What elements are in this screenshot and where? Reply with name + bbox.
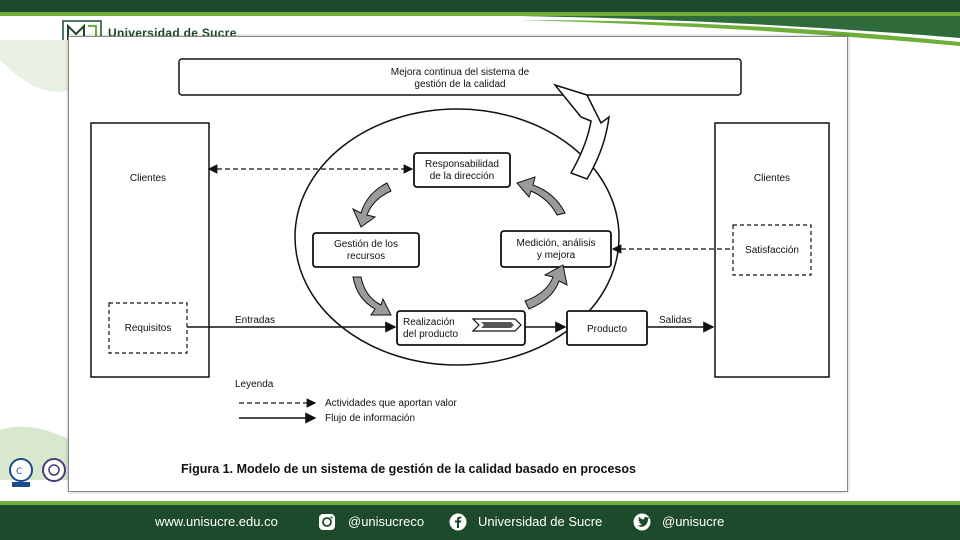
entradas-label: Entradas [235,315,275,326]
top-box-line1: Mejora continua del sistema de [391,67,530,78]
footer-instagram-handle[interactable]: @unisucreco [348,514,425,529]
twitter-icon[interactable] [633,513,651,531]
legend-dashed-label: Actividades que aportan valor [325,398,457,409]
cycle-arrow-realizacion-to-medicion [524,264,568,310]
svg-text:C: C [16,467,22,477]
top-box-line2: gestión de la calidad [414,79,505,90]
right-clients-title: Clientes [754,173,790,184]
facebook-icon[interactable] [449,513,467,531]
salidas-label: Salidas [659,315,692,326]
realizacion-line2: del producto [403,329,458,340]
legend-solid-label: Flujo de información [325,413,415,424]
gestion-line2: recursos [347,251,385,262]
instagram-icon[interactable] [318,513,336,531]
figure-caption: Figura 1. Modelo de un sistema de gestió… [181,462,636,476]
certification-seals-icon: C [9,458,66,487]
producto-label: Producto [587,324,627,335]
continuous-improvement-box [178,58,742,96]
responsabilidad-line2: de la dirección [430,171,494,182]
realizacion-line1: Realización [403,317,455,328]
cycle-arrow-medicion-to-resp [516,176,566,216]
satisfaccion-label: Satisfacción [745,245,799,256]
improvement-arrow [552,83,610,180]
gestion-recursos-box [312,232,420,268]
footer-facebook-name[interactable]: Universidad de Sucre [478,514,603,529]
requisitos-label: Requisitos [125,323,172,334]
header-accent-stripe [0,12,960,16]
right-clients-panel [714,122,830,378]
footer-accent-stripe [0,501,960,505]
medicion-box [500,230,612,268]
satisfaccion-box [732,224,812,276]
cycle-arrow-resp-to-gestion [351,182,392,228]
cycle-arrow-gestion-to-realizacion [352,276,392,316]
footer-bar: www.unisucre.edu.co @unisucreco Universi… [0,505,960,540]
left-decoration [0,40,70,480]
requisitos-box [108,302,188,354]
quality-model-figure: Mejora continua del sistema de gestión d… [68,36,848,492]
medicion-line1: Medición, análisis [517,238,596,249]
producto-box [566,310,648,346]
legend-title: Leyenda [235,379,274,390]
medicion-line2: y mejora [537,250,576,261]
header-swoosh [280,16,960,46]
process-cycle-ellipse [294,108,620,366]
gestion-line1: Gestión de los [334,239,398,250]
left-clients-title: Clientes [130,173,166,184]
realizacion-flow-arrows [471,318,522,332]
footer-website-link[interactable]: www.unisucre.edu.co [155,514,278,529]
responsabilidad-line1: Responsabilidad [425,159,499,170]
footer-twitter-handle[interactable]: @unisucre [662,514,725,529]
responsabilidad-box [413,152,511,188]
left-clients-panel [90,122,210,378]
header-top-bar [0,0,960,12]
